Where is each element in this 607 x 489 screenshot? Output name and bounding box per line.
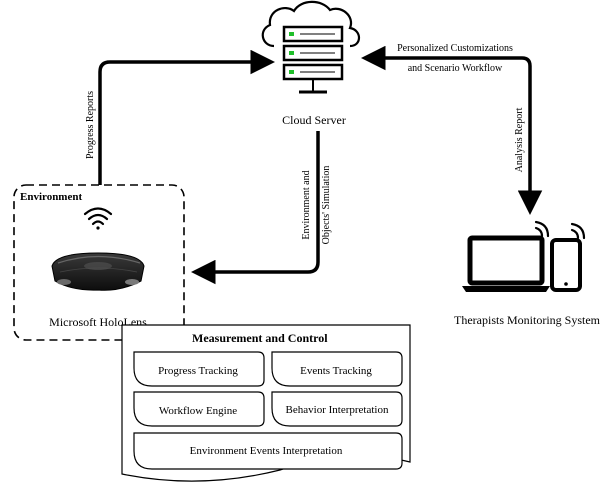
simulation-label-line1: Environment and	[301, 170, 312, 239]
hololens-headset-icon	[51, 252, 145, 291]
simulation-label-line2: Objects' Simulation	[321, 166, 332, 245]
progress-reports-label: Progress Reports	[85, 91, 96, 159]
cloud-server-label: Cloud Server	[282, 113, 346, 127]
workflow-engine-box	[133, 391, 265, 427]
progress-tracking-label: Progress Tracking	[158, 365, 238, 377]
environment-title: Environment	[20, 191, 82, 203]
customizations-arrow	[361, 45, 532, 71]
wifi-icon	[83, 207, 113, 230]
events-tracking-label: Events Tracking	[300, 365, 372, 377]
progress-tracking-box	[133, 351, 265, 387]
customizations-label-line2: and Scenario Workflow	[408, 63, 503, 74]
cloud-server-icon	[261, 0, 361, 94]
measurement-title: Measurement and Control	[192, 331, 328, 345]
smartphone-icon	[550, 238, 582, 292]
therapists-label: Therapists Monitoring System	[454, 313, 601, 327]
customizations-label-line1: Personalized Customizations	[397, 43, 513, 54]
signal-icon	[534, 220, 586, 240]
environment-events-box	[133, 432, 403, 470]
simulation-arrow	[191, 131, 320, 285]
analysis-report-label: Analysis Report	[514, 107, 525, 172]
events-tracking-box	[271, 351, 403, 387]
behavior-interpretation-label: Behavior Interpretation	[286, 404, 389, 416]
environment-events-label: Environment Events Interpretation	[190, 445, 343, 457]
progress-reports-arrow	[98, 49, 275, 185]
behavior-interpretation-box	[271, 391, 403, 427]
laptop-icon	[462, 235, 550, 292]
workflow-engine-label: Workflow Engine	[159, 405, 237, 417]
